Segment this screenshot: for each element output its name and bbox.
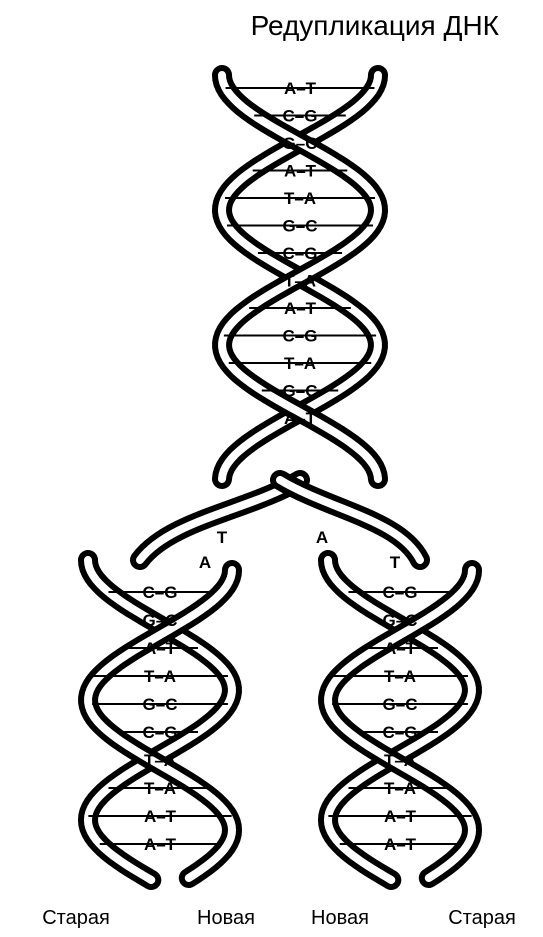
strand-label: Новая xyxy=(197,907,255,929)
right-daughter-base-pair: A–T xyxy=(384,639,417,658)
left-daughter-base-pair: G–C xyxy=(143,611,178,630)
fork-base-label: T xyxy=(390,553,401,572)
right-daughter-base-pair: A–T xyxy=(384,835,417,854)
strand-label: Старая xyxy=(448,907,516,929)
fork-base-label: A xyxy=(316,528,328,547)
parent-base-pair: A–T xyxy=(284,79,317,98)
left-daughter-base-pair: C–G xyxy=(143,723,178,742)
strand-labels: Старая Новая Новая Старая xyxy=(42,907,516,929)
parent-base-pair: C–G xyxy=(283,107,318,126)
right-daughter-base-pair: A–T xyxy=(384,807,417,826)
right-daughter-base-pair: T–A xyxy=(384,779,416,798)
right-daughter-base-pair: C–G xyxy=(383,723,418,742)
fork-base-label: A xyxy=(199,553,211,572)
right-daughter-base-pair: G–C xyxy=(383,611,418,630)
strand-label: Старая xyxy=(42,907,110,929)
left-daughter-base-pair: A–T xyxy=(144,835,177,854)
right-daughter-base-pair: T–A xyxy=(384,667,416,686)
parent-base-pair: C–G xyxy=(283,244,318,263)
parent-base-pair: C–G xyxy=(283,327,318,346)
left-daughter-base-pair: A–T xyxy=(144,807,177,826)
parent-base-pair: T–A xyxy=(284,272,316,291)
parent-base-pair: T–A xyxy=(284,189,316,208)
parent-base-pair: A–T xyxy=(284,162,317,181)
right-daughter-base-pair: G–C xyxy=(383,695,418,714)
left-daughter-base-pair: T–A xyxy=(144,667,176,686)
right-daughter-base-pair: T–A xyxy=(384,751,416,770)
left-daughter-base-pair: A–T xyxy=(144,639,177,658)
strand-label: Новая xyxy=(311,907,369,929)
left-daughter-base-pair: T–A xyxy=(144,779,176,798)
parent-base-pair: T–A xyxy=(284,354,316,373)
left-daughter-base-pair: C–G xyxy=(143,583,178,602)
fork-base-label: T xyxy=(217,528,228,547)
left-daughter-base-pair: G–C xyxy=(143,695,178,714)
parent-base-pair: G–C xyxy=(283,382,318,401)
parent-base-pair: A–T xyxy=(284,409,317,428)
parent-base-pair: A–T xyxy=(284,299,317,318)
left-daughter-base-pair: T–A xyxy=(144,751,176,770)
parent-base-pair: G–C xyxy=(283,217,318,236)
right-daughter-base-pair: C–G xyxy=(383,583,418,602)
parent-base-pair: G–C xyxy=(283,134,318,153)
